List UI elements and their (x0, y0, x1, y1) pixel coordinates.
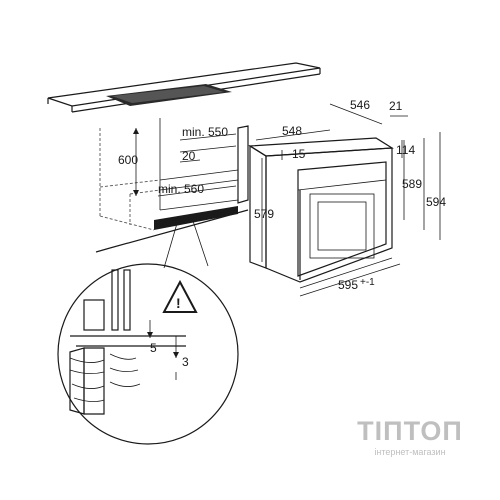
dim-panel-gap: 15 (292, 147, 306, 161)
dim-width: 595 (338, 278, 358, 292)
dim-oven-depth: 548 (282, 124, 302, 138)
dim-oven-depth-top: 546 (350, 98, 370, 112)
dim-top-offset: 21 (389, 99, 403, 113)
cabinet-dimensions (133, 128, 237, 197)
watermark-name: TIПТОП (357, 416, 463, 446)
warning-icon: ! (162, 279, 198, 313)
hob-cutout (106, 84, 232, 106)
dim-gap: 20 (182, 149, 196, 163)
dim-cabinet-height: 600 (118, 153, 138, 167)
watermark-tagline: інтернет-магазин (374, 447, 446, 457)
dim-control-height: 114 (396, 143, 415, 157)
dim-width-tolerance: +-1 (360, 277, 375, 288)
oven (248, 137, 394, 283)
detail-circle (57, 263, 239, 445)
warning-symbol: ! (176, 295, 181, 311)
dim-body-height: 589 (402, 177, 422, 191)
detail-leader (163, 217, 209, 269)
dim-total-height: 594 (426, 195, 446, 209)
watermark: TIПТОП інтернет-магазин (350, 417, 470, 458)
oven-dimensions (255, 103, 441, 297)
dim-detail-gap-a: 5 (150, 341, 157, 355)
dim-min-width: min. 560 (158, 182, 204, 196)
dim-detail-gap-b: 3 (182, 355, 189, 369)
dim-min-depth: min. 550 (182, 125, 228, 139)
dim-front-height: 579 (254, 207, 274, 221)
